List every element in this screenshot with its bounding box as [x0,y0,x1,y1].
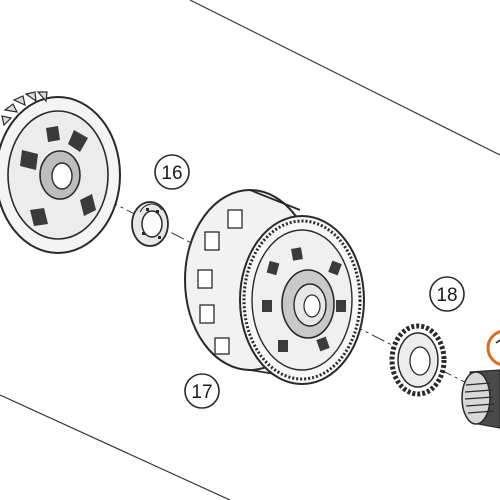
frame-line-top [189,0,500,156]
part-18-gear [389,323,447,397]
part-17-clutch-hub [184,189,365,385]
part-16-bushing [131,201,169,247]
clutch-basket-gear [0,91,121,254]
needle-bearing [461,369,500,429]
callout-18: 18 [429,276,465,312]
callout-17: 17 [184,373,220,409]
frame-line-bottom [0,394,231,500]
callout-highlighted[interactable] [486,330,500,366]
callout-16-label: 16 [161,163,182,184]
callout-16: 16 [154,154,190,190]
callout-18-label: 18 [436,285,457,306]
callout-17-label: 17 [191,382,212,403]
